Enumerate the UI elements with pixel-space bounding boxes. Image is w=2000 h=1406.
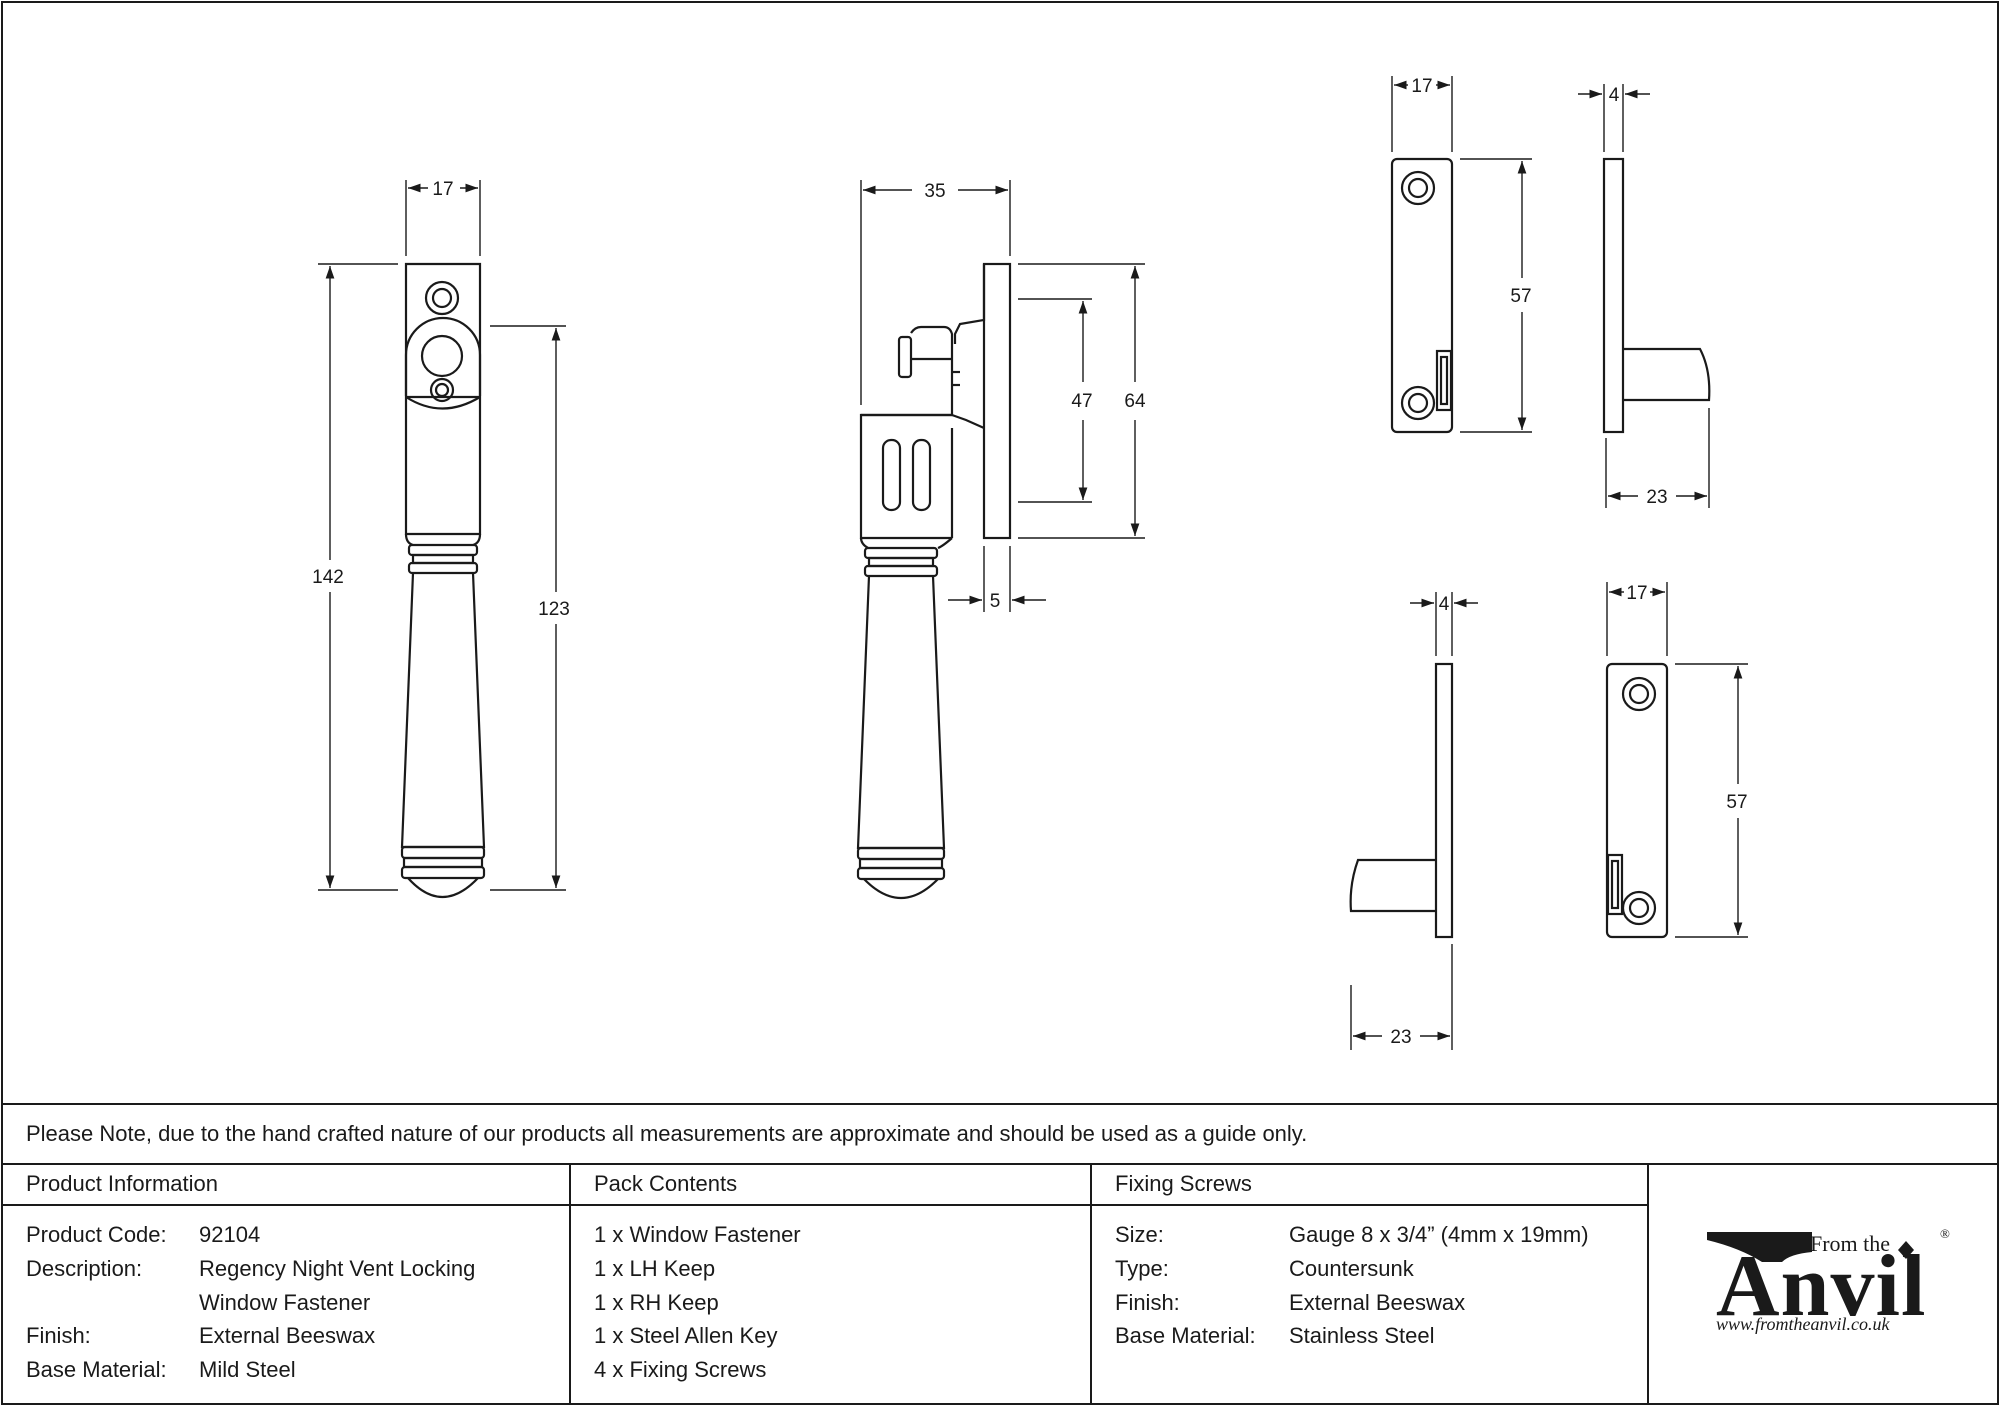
finish-value: External Beeswax: [199, 1323, 376, 1348]
side-slot-label: 47: [1071, 391, 1092, 412]
product-info-header: Product Information: [26, 1171, 218, 1196]
pack-item: 4 x Fixing Screws: [594, 1357, 767, 1382]
keep-bottom-side-view: [1349, 662, 1454, 939]
product-code-value: 92104: [199, 1222, 261, 1247]
base-material-label: Base Material:: [26, 1357, 167, 1382]
finish-label: Finish:: [26, 1323, 91, 1348]
pack-item: 1 x RH Keep: [594, 1290, 719, 1315]
anvil-logo-mark: [1707, 1232, 1914, 1262]
keep-top-side-projection-label: 23: [1646, 487, 1667, 508]
side-depth-label: 35: [924, 181, 945, 202]
product-code-label: Product Code:: [26, 1222, 167, 1247]
description-label: Description:: [26, 1256, 143, 1281]
pack-item: 1 x Window Fastener: [594, 1222, 801, 1247]
screw-finish-value: External Beeswax: [1289, 1290, 1466, 1315]
screw-size-value: Gauge 8 x 3/4” (4mm x 19mm): [1289, 1222, 1589, 1247]
keep-top-front-width-label: 17: [1411, 76, 1432, 97]
front-width-label: 17: [432, 179, 453, 200]
base-material-value: Mild Steel: [199, 1357, 296, 1382]
description-value-cont: Window Fastener: [199, 1290, 371, 1315]
pack-item: 1 x LH Keep: [594, 1256, 716, 1281]
screw-material-value: Stainless Steel: [1289, 1323, 1435, 1348]
logo-anvil-wordmark: Anvil: [1716, 1238, 1927, 1335]
front-view-fastener: [400, 262, 486, 899]
logo-from-the: From the: [1810, 1231, 1891, 1256]
keep-bottom-side-thickness-label: 4: [1439, 594, 1450, 615]
dimension-lines: [318, 76, 1748, 1050]
keep-bottom-front-view: [1605, 662, 1669, 939]
screw-size-label: Size:: [1115, 1222, 1164, 1247]
front-body-label: 123: [538, 599, 570, 620]
keep-bottom-side-projection-label: 23: [1390, 1027, 1411, 1048]
screw-finish-label: Finish:: [1115, 1290, 1180, 1315]
dimension-labels: 17 142 123 35 64 47 5 17 57 4 23 4 23 17…: [312, 76, 1747, 1048]
logo-registered: ®: [1940, 1226, 1950, 1241]
fixing-screws-header: Fixing Screws: [1115, 1171, 1252, 1196]
measurement-note: Please Note, due to the hand crafted nat…: [26, 1121, 1308, 1146]
keep-top-side-thickness-label: 4: [1609, 85, 1620, 106]
screw-material-label: Base Material:: [1115, 1323, 1256, 1348]
logo-url: www.fromtheanvil.co.uk: [1716, 1314, 1890, 1334]
side-view-fastener: [856, 262, 1012, 900]
screw-type-label: Type:: [1115, 1256, 1169, 1281]
keep-bottom-front-width-label: 17: [1626, 583, 1647, 604]
keep-bottom-front-height-label: 57: [1726, 792, 1747, 813]
side-height-label: 64: [1124, 391, 1146, 412]
side-plate-label: 5: [990, 591, 1001, 612]
keep-top-side-view: [1602, 157, 1711, 434]
front-height-label: 142: [312, 567, 344, 588]
screw-type-value: Countersunk: [1289, 1256, 1414, 1281]
pack-item: 1 x Steel Allen Key: [594, 1323, 778, 1348]
description-value: Regency Night Vent Locking: [199, 1256, 476, 1281]
keep-top-front-height-label: 57: [1510, 286, 1531, 307]
keep-top-front-view: [1390, 157, 1454, 434]
pack-contents-header: Pack Contents: [594, 1171, 738, 1196]
